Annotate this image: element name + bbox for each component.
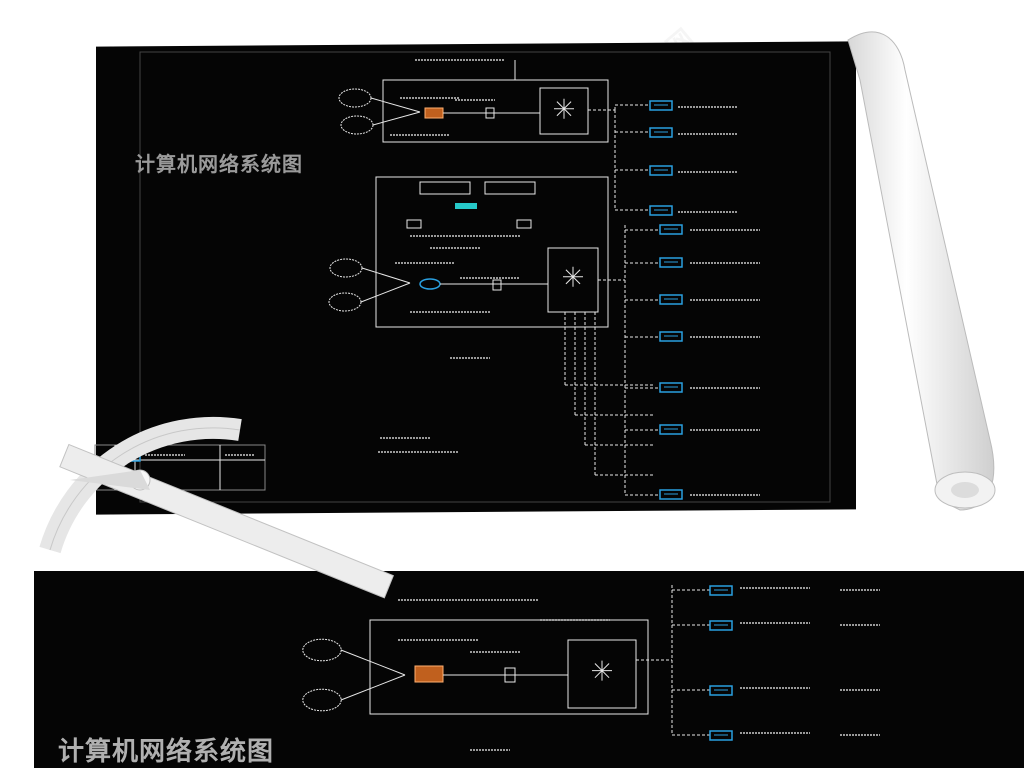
- access-switch-icon: [659, 294, 683, 305]
- server-rack-icon: [484, 181, 536, 195]
- network-block: [369, 619, 649, 715]
- server-icon: [485, 107, 495, 119]
- access-switch-icon: [649, 205, 673, 216]
- access-switch-icon: [659, 331, 683, 342]
- core-switch-star: [556, 101, 572, 117]
- access-switch-icon: [649, 127, 673, 138]
- core-switch-star: [565, 269, 581, 285]
- core-switch-star: [594, 663, 610, 679]
- firewall-icon: [414, 665, 444, 683]
- access-switch-icon: [649, 100, 673, 111]
- access-switch-icon: [659, 224, 683, 235]
- server-icon: [406, 219, 422, 229]
- access-switch-icon: [659, 424, 683, 435]
- storage-icon: [455, 203, 477, 209]
- access-switch-icon: [709, 685, 733, 696]
- connection-line: [372, 111, 421, 126]
- diagram-title: 计算机网络系统图: [135, 152, 303, 176]
- access-switch-icon: [709, 730, 733, 741]
- diagram-title-large: 计算机网络系统图: [58, 737, 275, 767]
- server-icon: [492, 279, 502, 291]
- access-switch-icon: [649, 165, 673, 176]
- access-switch-icon: [659, 257, 683, 268]
- server-icon: [516, 219, 532, 229]
- access-switch-icon: [709, 620, 733, 631]
- server-rack-icon: [419, 181, 471, 195]
- core-switch-icon: [539, 87, 589, 135]
- access-switch-icon: [709, 585, 733, 596]
- network-block: [375, 176, 609, 328]
- server-icon: [504, 667, 516, 683]
- core-switch-icon: [567, 639, 637, 709]
- access-switch-icon: [659, 382, 683, 393]
- connection-line: [340, 674, 406, 701]
- connection-line: [340, 649, 406, 676]
- access-switch-icon: [659, 489, 683, 500]
- sheet-border: [139, 51, 831, 503]
- connection-line: [370, 97, 421, 113]
- connection-line: [360, 282, 411, 303]
- network-block: [382, 79, 609, 143]
- connection-line: [361, 267, 411, 284]
